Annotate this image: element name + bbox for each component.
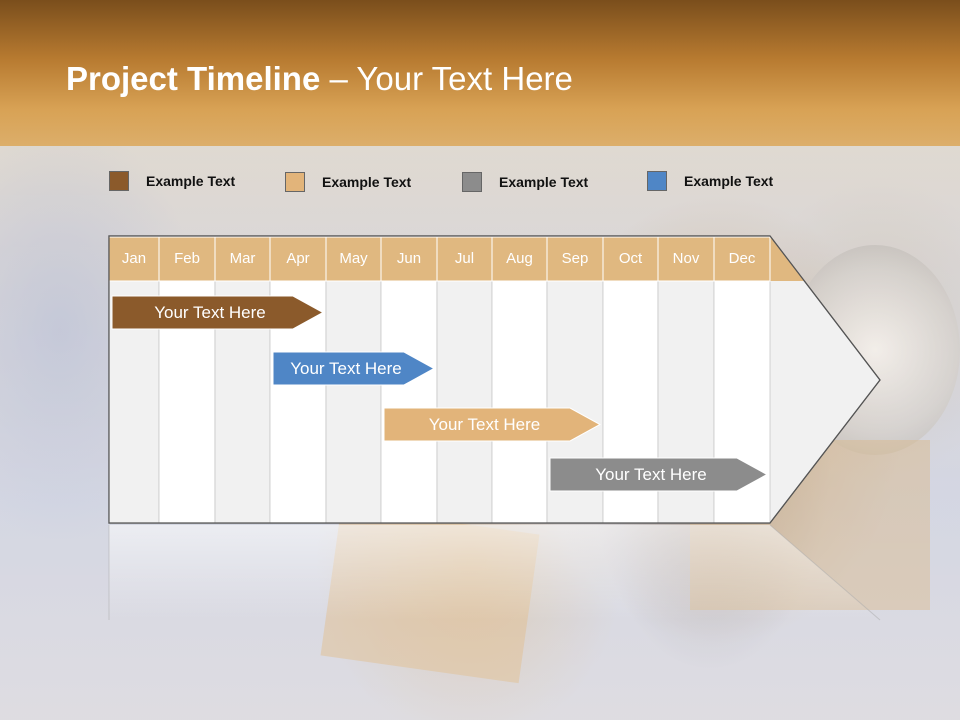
month-label-jul: Jul: [454, 250, 475, 267]
month-label-jun: Jun: [396, 250, 422, 267]
month-label-dec: Dec: [728, 250, 756, 267]
legend-label: Example Text: [499, 174, 589, 190]
month-label-sep: Sep: [561, 250, 589, 267]
month-header-cell: [269, 236, 327, 282]
month-label-jan: Jan: [121, 250, 147, 267]
month-label-may: May: [339, 250, 368, 267]
month-column: [436, 280, 493, 524]
timeline-outline: [108, 235, 881, 524]
legend-label: Example Text: [322, 174, 412, 190]
month-label-feb: Feb: [174, 250, 200, 267]
month-header-cell: [214, 236, 271, 282]
month-column: [380, 280, 438, 524]
task-bar: [111, 295, 325, 330]
month-column: [491, 280, 548, 524]
task-label: Your Text Here: [290, 358, 402, 378]
month-header-cell: [380, 236, 438, 282]
title-bold: Project Timeline: [66, 60, 321, 97]
month-column: [325, 280, 382, 524]
month-label-nov: Nov: [672, 250, 700, 267]
month-label-oct: Oct: [618, 250, 643, 267]
task-bar: [272, 351, 436, 386]
task-label: Your Text Here: [595, 464, 707, 484]
task-label: Your Text Here: [154, 302, 266, 322]
task-bar: [383, 407, 602, 442]
month-header-cell: [713, 236, 771, 282]
month-label-mar: Mar: [229, 250, 256, 267]
legend-swatch: [647, 171, 667, 191]
header-bar: Project Timeline – Your Text Here: [0, 0, 960, 146]
month-header-cell: [158, 236, 216, 282]
month-header-cell: [491, 236, 548, 282]
page-title: Project Timeline – Your Text Here: [66, 60, 573, 98]
month-header-cell: [602, 236, 659, 282]
task-bar: [549, 457, 769, 492]
reflection-line: [769, 524, 881, 621]
legend-label: Example Text: [684, 173, 774, 189]
task-label: Your Text Here: [428, 414, 541, 434]
month-label-apr: Apr: [286, 250, 310, 267]
legend-label: Example Text: [146, 173, 236, 189]
legend-swatch: [285, 172, 305, 192]
month-label-aug: Aug: [506, 250, 533, 267]
title-rest: – Your Text Here: [320, 60, 573, 97]
legend-swatch: [109, 171, 129, 191]
timeline-reflection: [109, 525, 880, 620]
month-header-cell: [325, 236, 382, 282]
month-header-cell: [657, 236, 715, 282]
legend-swatch: [462, 172, 482, 192]
